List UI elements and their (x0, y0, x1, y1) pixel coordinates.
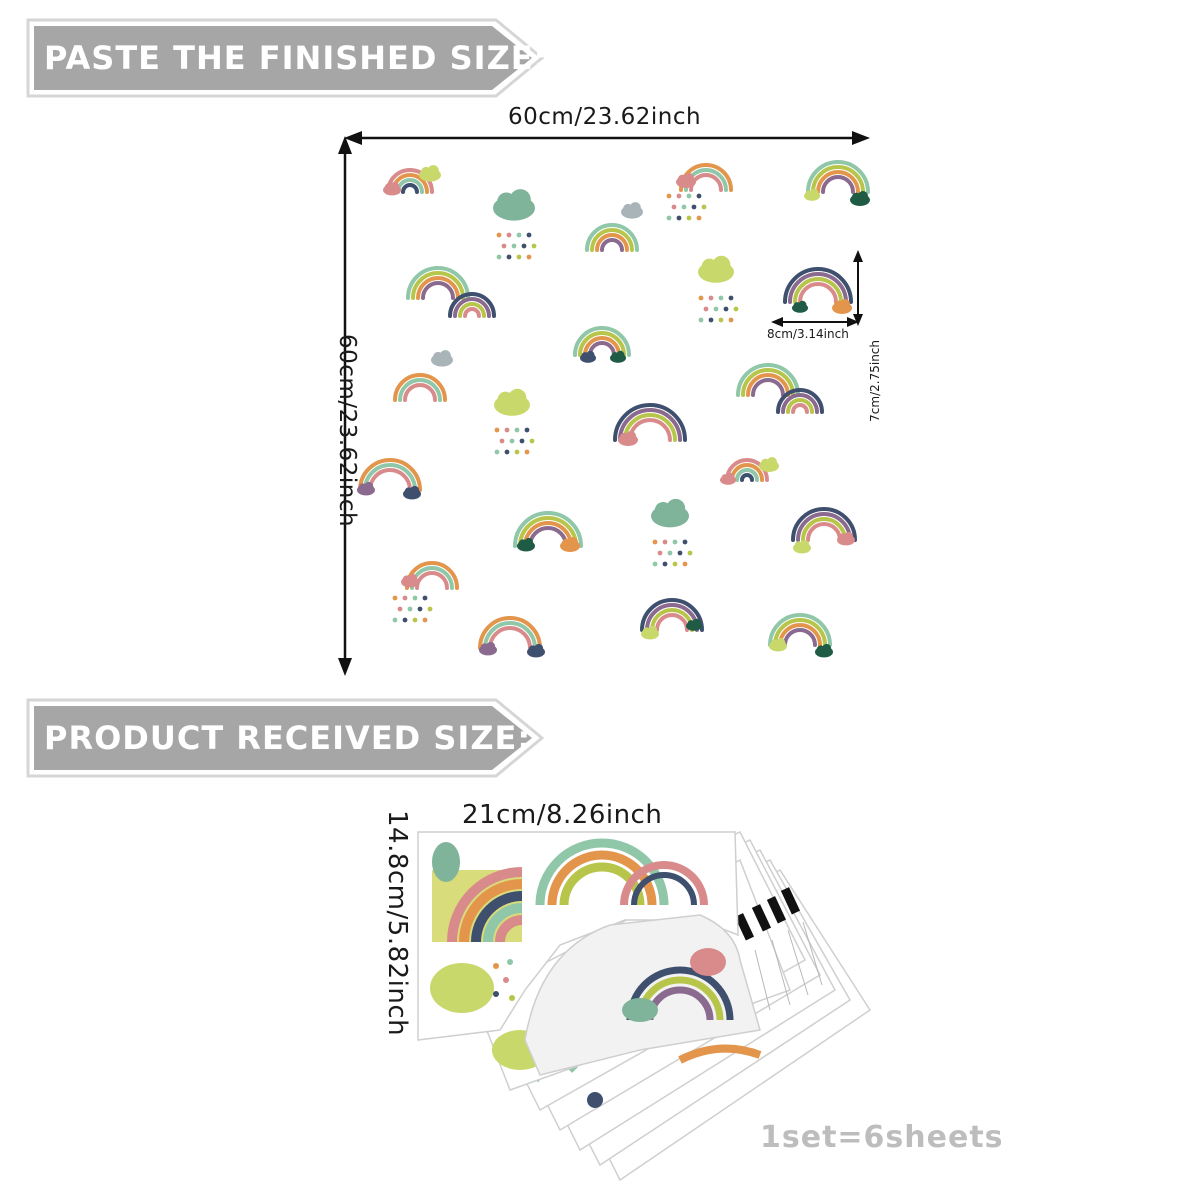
cloud-sticker (850, 191, 870, 206)
cloud-sticker (431, 350, 453, 367)
cloud-sticker (357, 481, 375, 496)
cloud-sticker (493, 189, 535, 221)
received-size-banner: PRODUCT RECEIVED SIZE: (26, 698, 546, 778)
rainbow-sticker (406, 266, 470, 300)
cloud-sticker (641, 625, 659, 640)
finished-size-banner: PASTE THE FINISHED SIZE: (26, 18, 546, 98)
raindrops-sticker (392, 595, 433, 623)
cloud-sticker (720, 472, 736, 485)
banner-arrow-shape (26, 18, 545, 98)
cloud-sticker (517, 537, 535, 552)
finished-size-banner-text: PASTE THE FINISHED SIZE: (44, 39, 548, 77)
rainbow-sticker (736, 363, 800, 397)
front-sheet-rainbow-right (535, 838, 708, 906)
cloud-sticker (837, 531, 855, 546)
sticker-width-label: 8cm/3.14inch (767, 327, 849, 341)
cloud-sticker (698, 255, 734, 283)
front-sheet-cloud (430, 959, 515, 1013)
peeled-sheet-curl (524, 914, 761, 1076)
raindrops-sticker (496, 232, 537, 260)
cloud-sticker (618, 431, 638, 446)
cloud-sticker (832, 299, 852, 314)
cloud-sticker (419, 165, 441, 182)
rainbow-sticker (776, 388, 824, 414)
cloud-sticker (676, 173, 696, 188)
received-width-label: 21cm/8.26inch (462, 800, 663, 830)
sticker-layout (357, 160, 870, 658)
sticker-layout-svg (357, 160, 870, 658)
sheet-fine-print (754, 921, 823, 1011)
cloud-sticker (792, 300, 808, 313)
front-sheet-rainbow-large (432, 842, 523, 943)
cloud-sticker (479, 641, 497, 656)
cloud-sticker (383, 181, 401, 196)
raindrops-sticker (698, 295, 739, 323)
cloud-sticker (560, 537, 580, 552)
cloud-sticker (651, 498, 689, 528)
raindrops-sticker (666, 193, 707, 221)
cloud-sticker (793, 539, 811, 554)
cloud-sticker (804, 188, 820, 201)
rainbow-sticker (768, 613, 832, 647)
rainbow-sticker (393, 373, 447, 402)
cloud-sticker (815, 643, 833, 658)
cloud-sticker (610, 350, 626, 363)
set-count-note: 1set=6sheets (760, 1120, 1004, 1155)
cloud-sticker (580, 350, 596, 363)
cloud-sticker (403, 485, 421, 500)
cloud-sticker (769, 637, 787, 652)
cloud-sticker (759, 457, 779, 472)
rainbow-sticker (783, 267, 853, 304)
finished-width-label: 60cm/23.62inch (508, 104, 702, 130)
cloud-sticker (494, 388, 530, 416)
front-sheet (417, 831, 739, 1041)
cloud-sticker (621, 202, 643, 219)
raindrops-sticker (494, 427, 535, 455)
rainbow-sticker (806, 160, 870, 194)
cloud-sticker (686, 618, 702, 631)
banner-arrow-shape (26, 698, 545, 778)
cloud-sticker (527, 643, 545, 658)
sheet-tabs (734, 887, 801, 941)
rainbow-sticker (585, 223, 639, 252)
rainbow-sticker (478, 616, 542, 650)
received-size-banner-text: PRODUCT RECEIVED SIZE: (44, 719, 532, 757)
rainbow-sticker (448, 292, 496, 318)
finished-dimension-arrows (338, 131, 870, 676)
rainbow-sticker (573, 326, 631, 357)
rainbow-sticker (358, 458, 422, 492)
rainbow-sticker (791, 507, 857, 542)
cloud-sticker (401, 573, 419, 588)
raindrops-sticker (652, 539, 693, 567)
